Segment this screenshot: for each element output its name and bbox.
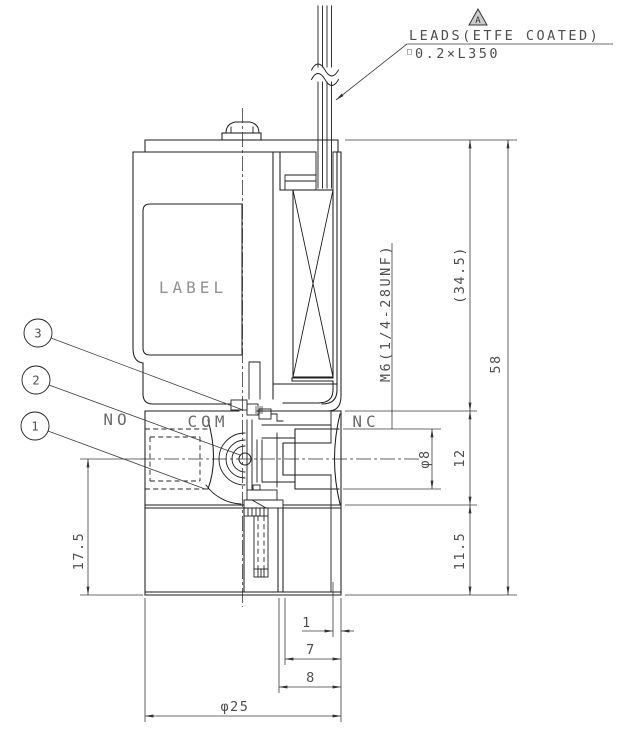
dim-phi8-text: φ8 [417, 449, 433, 468]
dim-phi25-text: φ25 [221, 699, 250, 715]
port-label-nc: NC [352, 412, 379, 431]
dim-58-text: 58 [488, 354, 504, 373]
leads-label: LEADS(ETFE COATED) [409, 28, 600, 44]
thread-callout: M6(1/4-28UNF) [378, 243, 394, 429]
thread-spec-text: M6(1/4-28UNF) [378, 244, 394, 382]
solenoid-coil [272, 152, 338, 404]
balloon-1-number: 1 [31, 420, 38, 434]
armature-assembly [230, 361, 284, 422]
coil-winding [292, 189, 334, 378]
lead-wires [310, 5, 340, 189]
top-cap [221, 121, 262, 141]
phi8-dimension: φ8 [343, 428, 441, 490]
dim-17-5-text: 17.5 [71, 532, 87, 571]
callout-leader-arrow [335, 43, 408, 101]
dim-7-text: 7 [306, 642, 316, 658]
balloon-3: 3 [23, 318, 244, 411]
port-label-com: COM [188, 412, 229, 431]
dimensions-bottom: 1 7 8 φ25 [144, 582, 354, 722]
balloon-1: 1 [20, 411, 206, 490]
port-label-no: NO [103, 410, 130, 429]
revision-mark: A [475, 16, 481, 26]
revision-triangle-icon [468, 7, 488, 26]
leads-callout: A LEADS(ETFE COATED) □ 0.2×L350 [335, 7, 613, 101]
dim-11-5-text: 11.5 [452, 532, 468, 571]
balloon-2-number: 2 [32, 374, 39, 388]
balloon-2: 2 [21, 365, 241, 456]
dim-12-text: 12 [452, 448, 468, 467]
dimension-17-5: 17.5 [71, 458, 143, 596]
com-port-cavity [205, 419, 296, 509]
dim-1-text: 1 [302, 615, 312, 631]
dimensions-right: (34.5) 12 11.5 58 [345, 139, 517, 596]
valve-stem [243, 507, 284, 593]
centerlines [140, 108, 420, 607]
product-label: LABEL [159, 278, 227, 297]
dim-coil-height-text: (34.5) [452, 246, 468, 304]
valve-body [144, 410, 342, 596]
no-boss-runout-arc [207, 419, 214, 490]
balloon-3-number: 3 [34, 327, 41, 341]
leads-spec-square-icon: □ [407, 47, 412, 56]
label-plate: LABEL [142, 203, 243, 356]
leads-spec: 0.2×L350 [415, 46, 500, 62]
coil-housing [132, 139, 342, 412]
no-port [145, 428, 208, 490]
coil-hatch-icon [292, 189, 334, 378]
dim-8-text: 8 [306, 670, 316, 686]
